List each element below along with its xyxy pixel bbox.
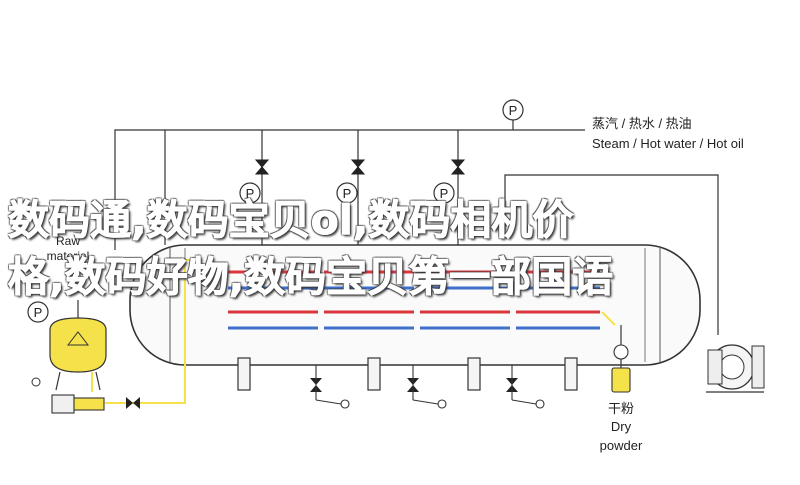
title-overlay-line-2: 格,数码好物,数码宝贝第一部国语 — [8, 253, 614, 302]
raw-label-en-2: material — [47, 249, 90, 263]
valve-icon — [310, 378, 518, 392]
svg-text:P: P — [34, 305, 43, 320]
raw-label-en: Raw — [56, 234, 80, 248]
powder-label-en: Dry — [611, 419, 632, 434]
powder-label-en-2: powder — [600, 438, 643, 453]
pressure-gauge-icon: P — [502, 99, 524, 121]
dry-powder-discharge — [601, 311, 631, 393]
vacuum-pump — [706, 344, 765, 393]
valve-icon — [126, 397, 140, 409]
feed-pump — [51, 394, 105, 414]
raw-material-tank — [49, 300, 107, 391]
feed-pipe — [91, 259, 200, 404]
sensor-icon — [31, 377, 41, 387]
heating-tubes — [228, 270, 600, 330]
steam-label-cn: 蒸汽 / 热水 / 热油 — [592, 116, 692, 131]
svg-text:P: P — [343, 186, 352, 201]
powder-label-cn: 干粉 — [608, 401, 634, 416]
title-overlay-line-1: 数码通,数码宝贝ol,数码相机价 — [8, 196, 574, 245]
svg-text:P: P — [440, 186, 449, 201]
steam-label-en: Steam / Hot water / Hot oil — [592, 136, 744, 151]
pressure-gauge-icon: P P P P — [27, 182, 455, 323]
svg-text:P: P — [509, 103, 518, 118]
vessel-supports — [237, 357, 578, 391]
svg-text:P: P — [246, 186, 255, 201]
valve-icon — [254, 159, 466, 175]
drain-lines — [315, 365, 545, 409]
vacuum-line — [504, 174, 719, 335]
title-overlay: 数码通,数码宝贝ol,数码相机价 格,数码好物,数码宝贝第一部国语 — [8, 192, 738, 306]
